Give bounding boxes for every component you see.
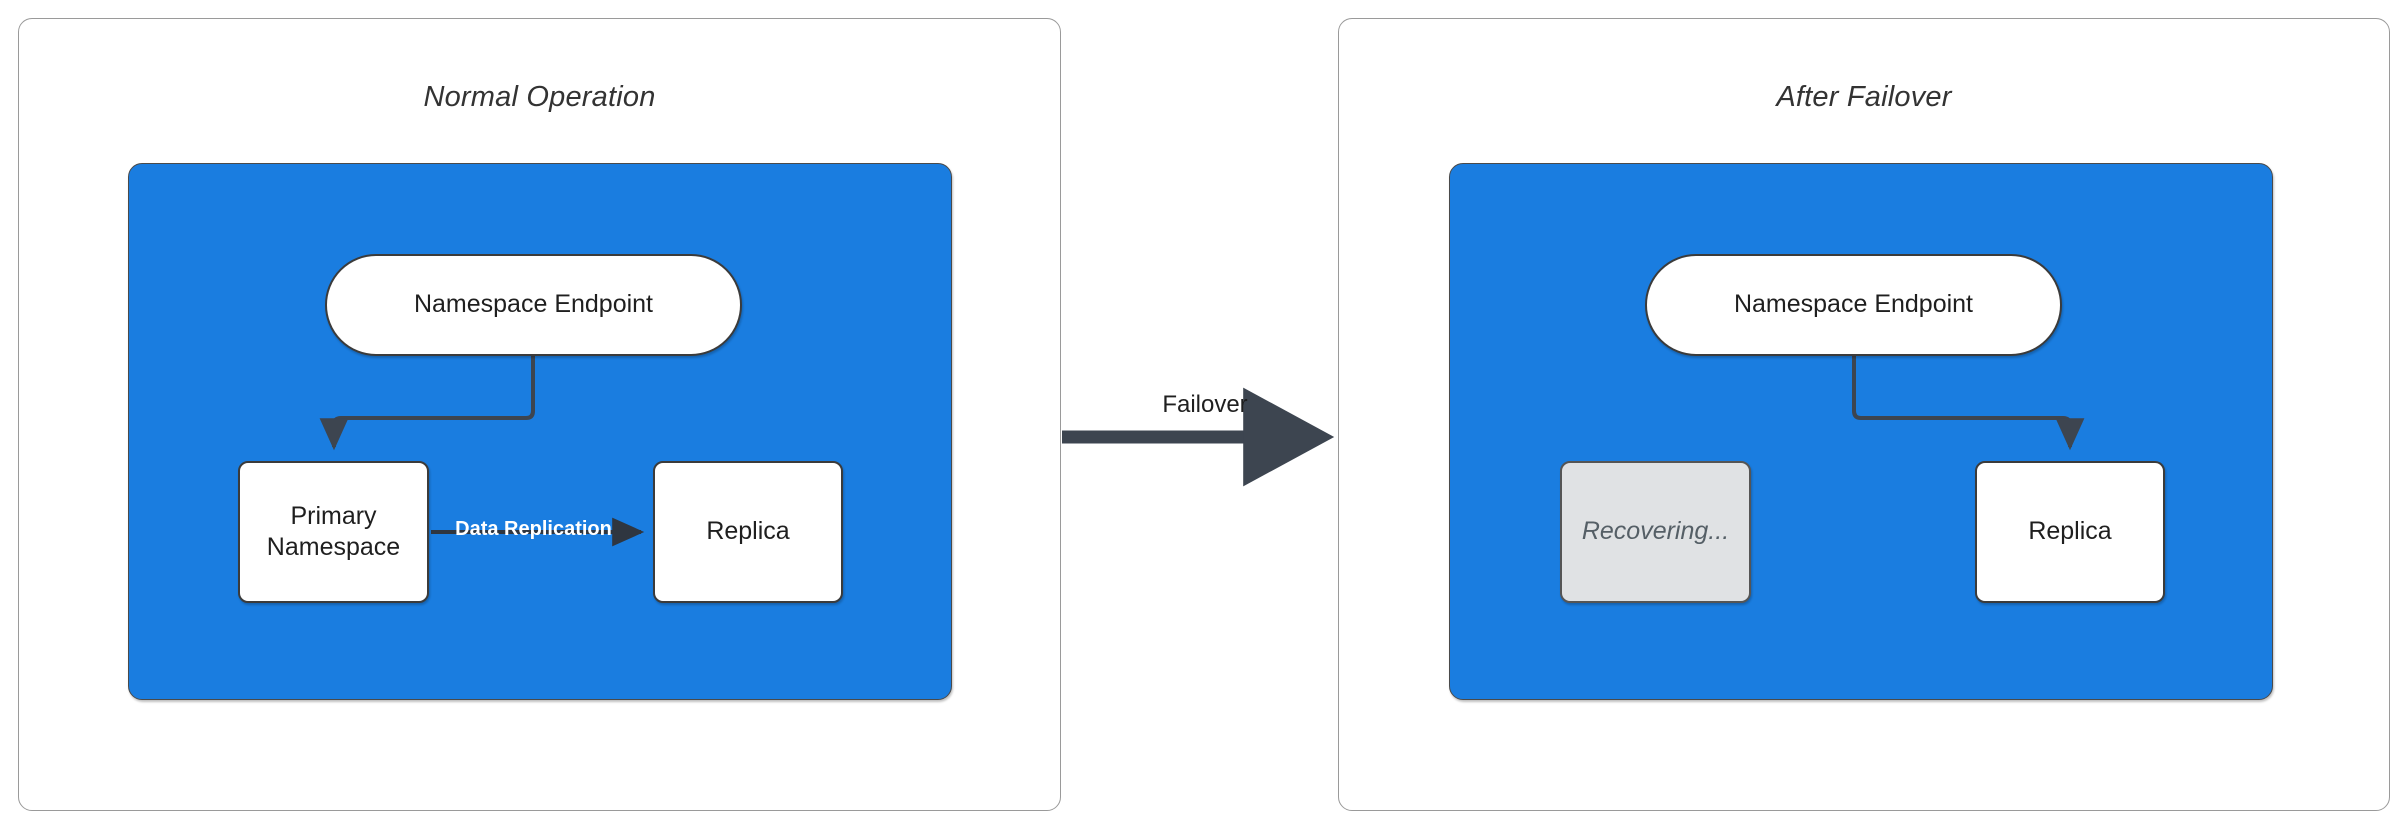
cluster-after-failover: [1449, 163, 2273, 700]
node-recovering[interactable]: Recovering...: [1560, 461, 1751, 603]
node-label: Replica: [706, 517, 790, 546]
node-label-line1: Primary: [290, 501, 377, 530]
node-label: Recovering...: [1581, 517, 1730, 546]
node-namespace-endpoint-right[interactable]: Namespace Endpoint: [1645, 254, 2062, 356]
node-label-line2: Namespace: [266, 533, 401, 561]
failover-label: Failover: [1162, 391, 1248, 418]
panel-title-normal-operation: Normal Operation: [423, 81, 656, 113]
panel-title-after-failover: After Failover: [1776, 81, 1952, 113]
node-namespace-endpoint-left[interactable]: Namespace Endpoint: [325, 254, 742, 356]
cluster-normal-operation: [128, 163, 952, 700]
node-label: Namespace Endpoint: [413, 290, 654, 319]
node-replica-right[interactable]: Replica: [1975, 461, 2165, 603]
edge-label-data-replication: Data Replication: [455, 518, 612, 540]
node-replica-left[interactable]: Replica: [653, 461, 843, 603]
node-label: Primary Namespace: [267, 501, 400, 564]
node-label: Replica: [2028, 517, 2112, 546]
node-label: Namespace Endpoint: [1733, 290, 1974, 319]
node-primary-namespace[interactable]: Primary Namespace: [238, 461, 429, 603]
